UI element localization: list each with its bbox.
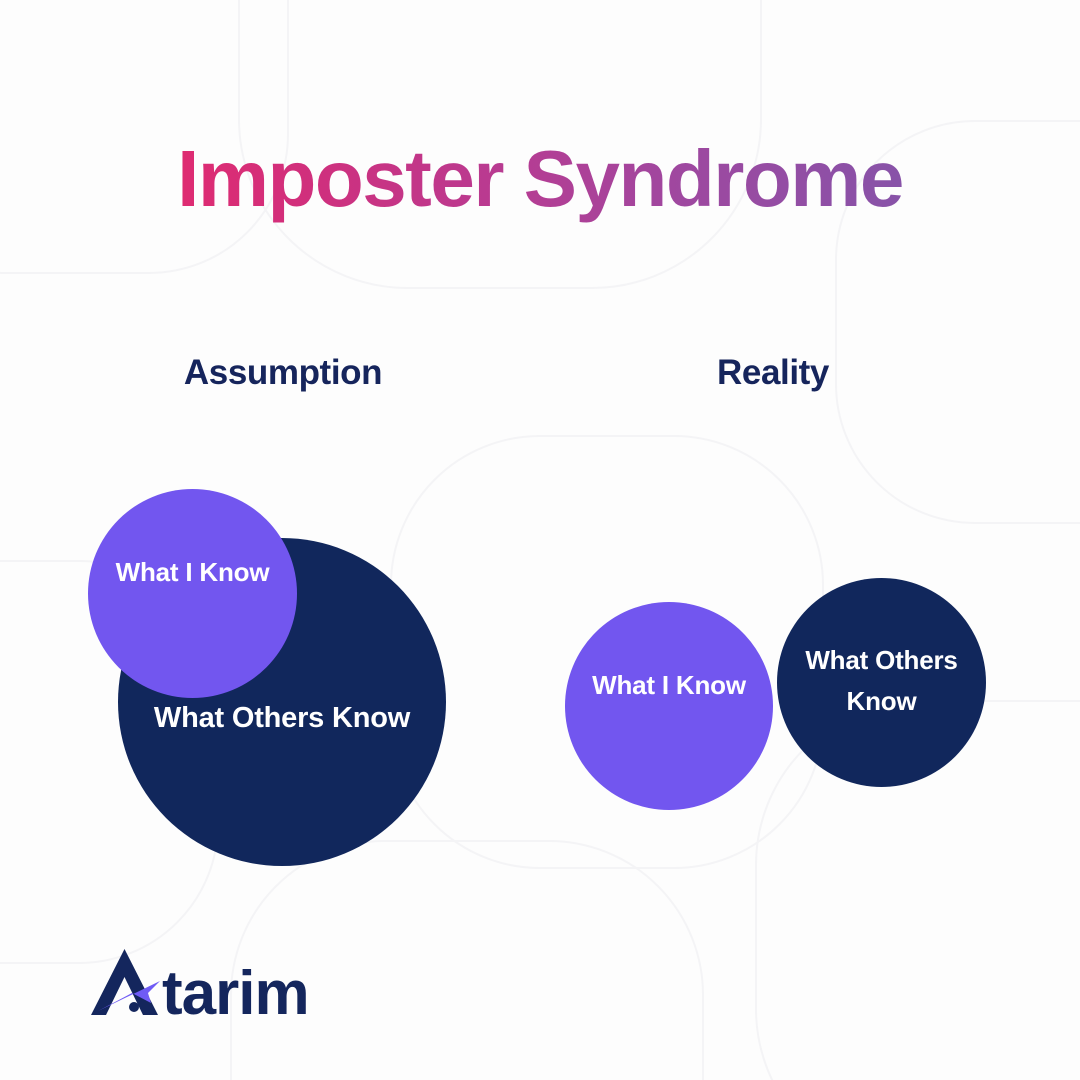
column-heading-assumption: Assumption	[183, 353, 383, 392]
logo-swoosh-icon	[98, 981, 160, 1011]
logo-wordmark: tarim	[162, 959, 309, 1021]
logo-a-triangle-icon	[91, 949, 158, 1015]
circle-label-assumption-mine: What I Know	[115, 557, 270, 587]
circle-label-reality-mine: What I Know	[592, 670, 746, 700]
page-title: Imposter Syndrome	[0, 131, 1080, 227]
circle-assumption-what-i-know: What I Know	[88, 489, 297, 698]
circle-label-assumption-others: What Others Know	[153, 702, 411, 734]
atarim-logo-svg: tarim	[91, 949, 310, 1021]
logo-dot-icon	[129, 1002, 139, 1012]
circle-label-reality-others: What Others Know	[805, 645, 958, 716]
circle-reality-what-i-know: What I Know	[565, 602, 773, 810]
atarim-logo: tarim	[88, 947, 348, 1021]
circle-reality-what-others-know: What Others Know	[777, 578, 986, 787]
column-heading-reality: Reality	[717, 353, 829, 392]
